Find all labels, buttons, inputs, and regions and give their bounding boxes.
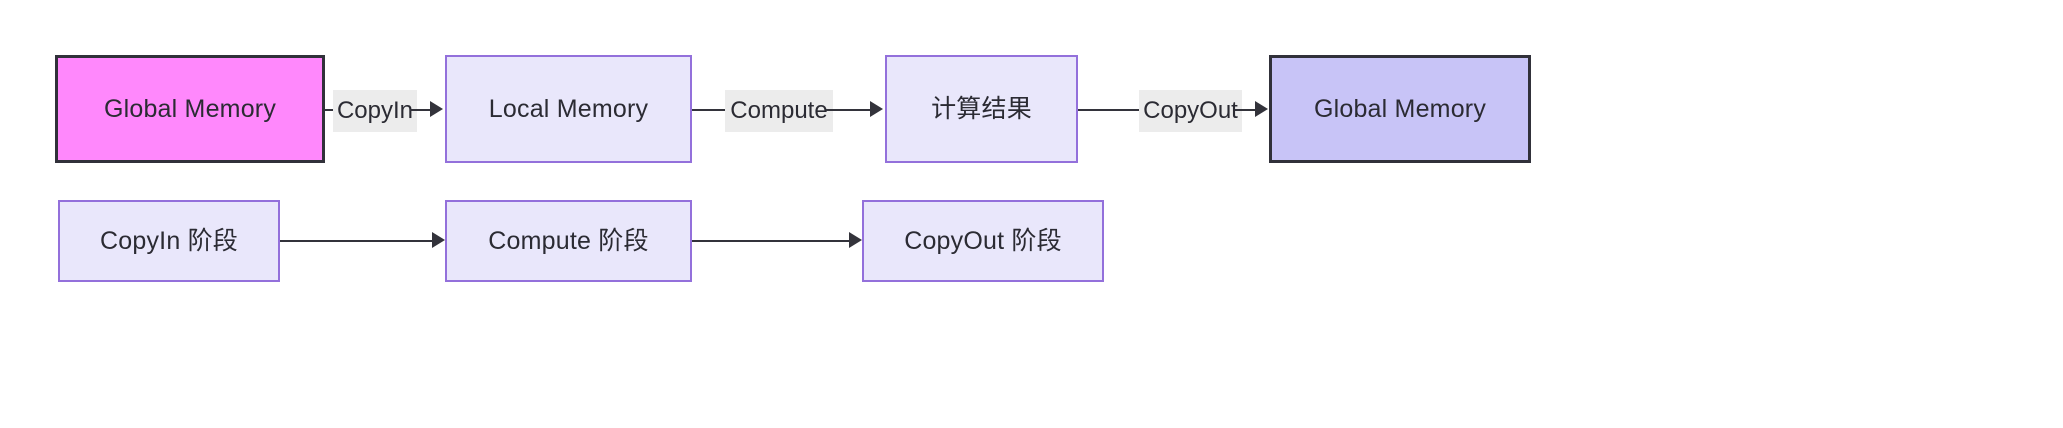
node-stage-compute[interactable]: Compute 阶段 — [445, 200, 692, 282]
edge-label-compute: Compute — [725, 90, 833, 132]
node-global-memory-in[interactable]: Global Memory — [55, 55, 325, 163]
node-label: 计算结果 — [931, 95, 1032, 123]
node-stage-copyout[interactable]: CopyOut 阶段 — [862, 200, 1104, 282]
arrow-head-icon — [430, 101, 443, 117]
edge-compute-line-right — [826, 109, 872, 111]
node-label: CopyIn 阶段 — [100, 227, 238, 255]
edge-compute-line-left — [692, 109, 728, 111]
node-label: CopyOut 阶段 — [904, 227, 1062, 255]
edge-label-copyin: CopyIn — [333, 90, 417, 132]
arrow-head-icon — [849, 232, 862, 248]
edge-stage-1-line — [280, 240, 436, 242]
edge-copyout-line-right — [1235, 109, 1257, 111]
arrow-head-icon — [1255, 101, 1268, 117]
arrow-head-icon — [432, 232, 445, 248]
node-compute-result[interactable]: 计算结果 — [885, 55, 1078, 163]
node-stage-copyin[interactable]: CopyIn 阶段 — [58, 200, 280, 282]
node-label: Global Memory — [1313, 95, 1487, 123]
edge-copyout-line-left — [1078, 109, 1140, 111]
node-global-memory-out[interactable]: Global Memory — [1269, 55, 1531, 163]
node-label: Local Memory — [488, 95, 649, 123]
edge-copyin-line-right — [410, 109, 432, 111]
edge-stage-2-line — [692, 240, 852, 242]
arrow-head-icon — [870, 101, 883, 117]
node-label: Compute 阶段 — [488, 227, 649, 255]
node-label: Global Memory — [103, 95, 277, 123]
node-local-memory[interactable]: Local Memory — [445, 55, 692, 163]
edge-label-copyout: CopyOut — [1139, 90, 1242, 132]
